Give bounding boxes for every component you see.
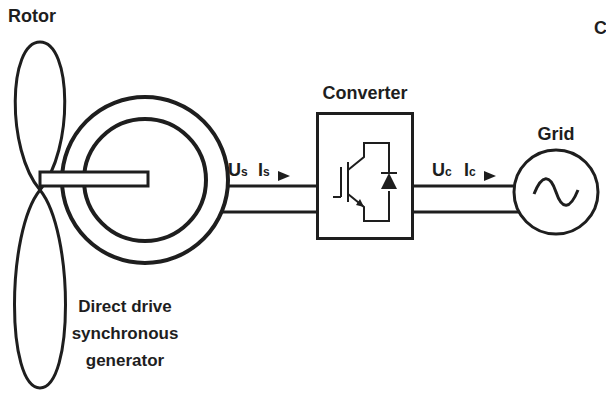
voltage-label: Us — [228, 160, 248, 182]
generator-outline — [60, 95, 230, 265]
grid-node: Grid — [512, 148, 600, 236]
generator-node: Direct drive synchronous generator — [60, 95, 230, 265]
converter-outline — [319, 115, 411, 237]
node-label: Direct drive synchronous generator — [60, 293, 190, 374]
rotor-blade — [15, 42, 65, 190]
current-label: Ic — [464, 160, 476, 182]
rotor-blade — [15, 190, 66, 388]
voltage-label: Uc — [432, 160, 452, 182]
current-label: Is — [258, 160, 270, 182]
current-arrow — [278, 171, 290, 181]
cut-label: C — [594, 18, 606, 38]
node-label: Converter — [322, 83, 407, 103]
power-line — [414, 186, 519, 212]
part-label: Rotor — [8, 6, 56, 26]
current-arrow — [484, 171, 496, 181]
converter-box: Converter — [316, 112, 414, 240]
power-line — [222, 186, 316, 212]
grid-outline — [512, 148, 600, 236]
node-label: Grid — [537, 124, 574, 144]
